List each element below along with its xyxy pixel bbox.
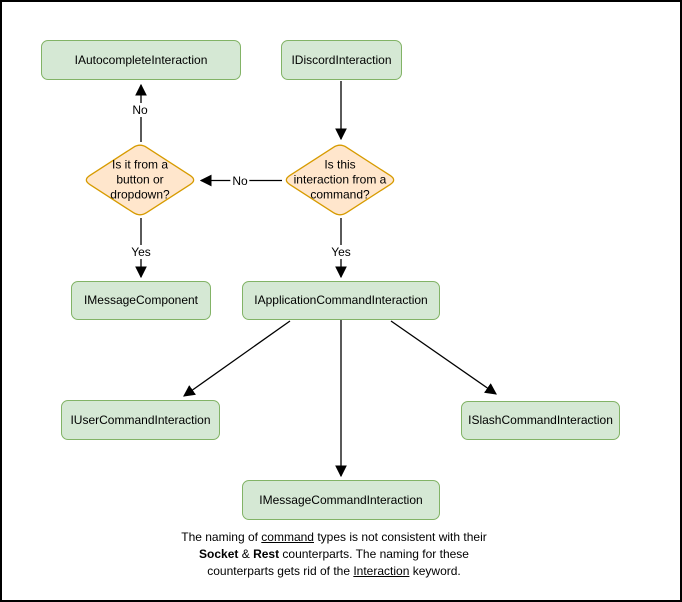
naming-note: The naming of command types is not consi…: [181, 530, 487, 578]
decision-button-or-dropdown: [85, 144, 195, 216]
edge-label-yes-left: Yes: [129, 245, 153, 259]
node-discord-interaction: IDiscordInteraction: [281, 40, 402, 80]
node-user-command-interaction: IUserCommandInteraction: [61, 400, 220, 440]
node-message-command-interaction: IMessageCommandInteraction: [242, 480, 440, 520]
edge-to-slash-command: [390, 320, 497, 395]
node-slash-command-interaction: ISlashCommandInteraction: [461, 401, 620, 440]
edge-to-user-command: [183, 320, 291, 397]
decision-label-from-command: Is this interaction from a command?: [293, 157, 387, 202]
edge-label-no-top: No: [130, 103, 150, 117]
edge-label-yes-right: Yes: [329, 245, 353, 259]
node-autocomplete-interaction: IAutocompleteInteraction: [41, 40, 241, 80]
decision-from-command: [285, 144, 395, 216]
decision-label-button-or-dropdown: Is it from a button or dropdown?: [110, 157, 170, 202]
node-application-command-interaction: IApplicationCommandInteraction: [242, 281, 440, 320]
edge-label-no-middle: No: [230, 174, 250, 188]
node-message-component: IMessageComponent: [71, 281, 211, 320]
